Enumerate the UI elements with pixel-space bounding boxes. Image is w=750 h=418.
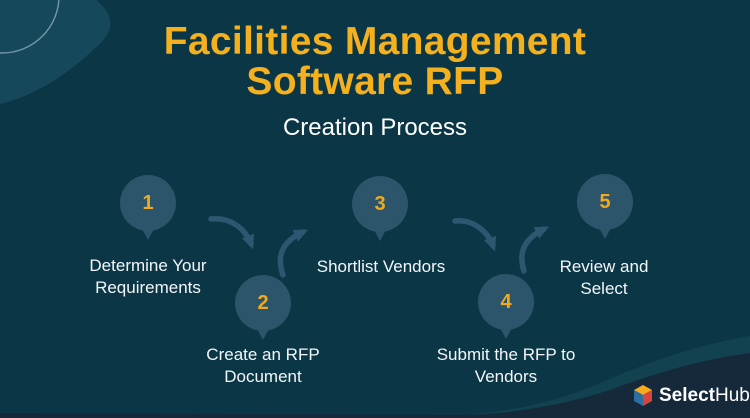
logo-text-bold: Select — [659, 385, 715, 406]
corner-arc — [0, 0, 60, 54]
step-pin-5 — [577, 174, 633, 239]
step-number-2: 2 — [257, 292, 269, 314]
step-number-4: 4 — [500, 291, 512, 313]
flow-arrow-1-2 — [208, 216, 255, 250]
step-label-4: Submit the RFP to Vendors — [436, 345, 576, 386]
step-pin-4 — [478, 274, 534, 339]
step-number-3: 3 — [374, 193, 386, 215]
flow-arrow-4-5 — [519, 226, 550, 274]
step-label-2: Create an RFP Document — [206, 345, 320, 386]
corner-blob — [0, 0, 111, 104]
page-subtitle: Creation Process — [282, 114, 468, 141]
step-number-1: 1 — [142, 192, 154, 214]
step-label-5: Review and Select — [559, 257, 649, 298]
step-label-3: Shortlist Vendors — [316, 257, 446, 276]
selecthub-wordmark: SelectHub — [659, 384, 750, 408]
page-title-line-2: Software RFP — [246, 60, 504, 103]
step-pin-3 — [352, 176, 408, 241]
step-pin-1 — [120, 175, 176, 240]
bottom-navy-wave — [0, 353, 750, 418]
header: Facilities Management Software RFP Creat… — [6, 0, 744, 141]
flow-arrow-2-3 — [277, 229, 309, 278]
step-pin-2 — [235, 275, 291, 340]
page-title-line-1: Facilities Management — [163, 20, 587, 63]
selecthub-cube-icon — [634, 385, 652, 406]
flow-arrow-3-4 — [452, 218, 497, 252]
step-label-1: Determine Your Requirements — [89, 256, 207, 297]
selecthub-logo: SelectHub — [633, 384, 750, 408]
logo-text-regular: Hub — [714, 385, 750, 406]
step-number-5: 5 — [599, 191, 611, 213]
